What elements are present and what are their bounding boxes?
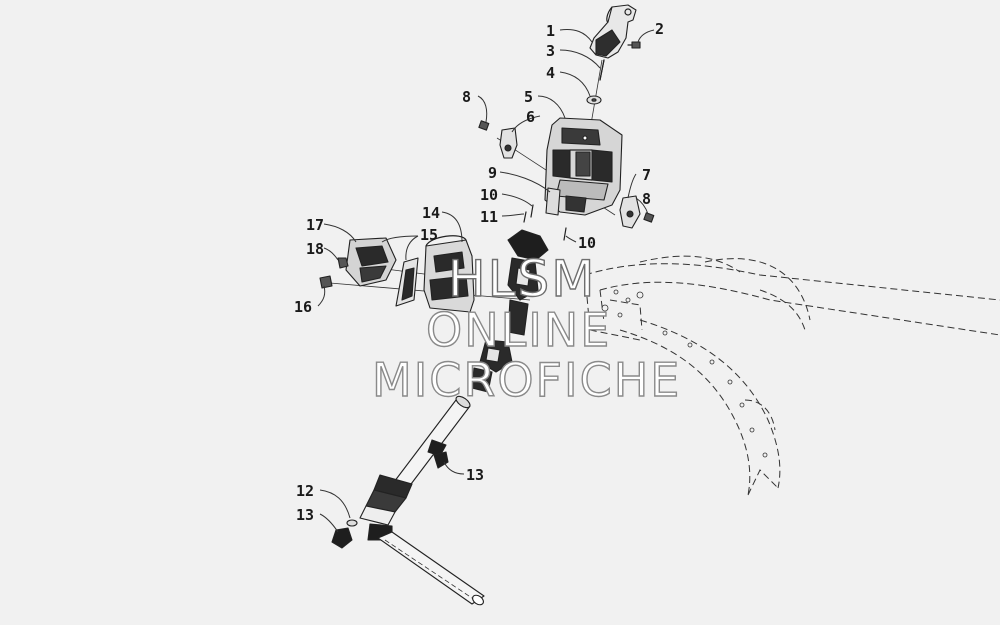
callout-10-upper: 10 bbox=[480, 186, 498, 204]
watermark-line-3: MICROFICHE bbox=[372, 353, 681, 407]
callout-18: 18 bbox=[306, 240, 324, 258]
callout-9: 9 bbox=[488, 164, 497, 182]
callout-15: 15 bbox=[420, 226, 438, 244]
part-3-bolt bbox=[599, 59, 605, 81]
callout-6: 6 bbox=[526, 108, 535, 126]
part-4-washer bbox=[586, 95, 602, 105]
part-7-clamp bbox=[619, 195, 641, 229]
leader-lines bbox=[317, 29, 655, 533]
lower-spindle-rod bbox=[367, 523, 485, 606]
part-13-nut-lower bbox=[331, 527, 353, 549]
watermark-line-2: ONLINE bbox=[426, 303, 611, 357]
part-6-clamp bbox=[499, 127, 518, 159]
part-9-bushing bbox=[545, 187, 561, 216]
callout-7: 7 bbox=[642, 166, 651, 184]
lower-bearing-housing bbox=[359, 474, 413, 526]
callout-8-upper: 8 bbox=[462, 88, 471, 106]
part-12-washer bbox=[346, 519, 358, 527]
part-15-plates bbox=[395, 257, 419, 307]
callout-4: 4 bbox=[546, 64, 555, 82]
part-5-steering-bracket bbox=[544, 117, 623, 216]
callout-16: 16 bbox=[294, 298, 312, 316]
part-10-roll-pins bbox=[530, 204, 567, 241]
part-17-bracket bbox=[345, 237, 397, 287]
callout-5: 5 bbox=[524, 88, 533, 106]
callout-2: 2 bbox=[655, 20, 664, 38]
watermark: HLSM ONLINE MICROFICHE bbox=[371, 249, 681, 407]
upper-steering-joint bbox=[507, 229, 549, 336]
callout-8-lower: 8 bbox=[642, 190, 651, 208]
callout-17: 17 bbox=[306, 216, 324, 234]
watermark-line-1: HLSM bbox=[448, 250, 596, 308]
vehicle-frame bbox=[584, 255, 1000, 496]
lower-steering-joint bbox=[471, 339, 513, 393]
part-16-bolt bbox=[319, 275, 333, 289]
callout-12: 12 bbox=[296, 482, 314, 500]
callout-10-lower: 10 bbox=[578, 234, 596, 252]
part-11-pin bbox=[523, 211, 527, 223]
callout-13-lower: 13 bbox=[296, 506, 314, 524]
callout-1: 1 bbox=[546, 22, 555, 40]
callout-11: 11 bbox=[480, 208, 498, 226]
part-2-screw bbox=[627, 41, 641, 49]
callout-3: 3 bbox=[546, 42, 555, 60]
part-14-shroud bbox=[423, 235, 475, 313]
part-18-bolt bbox=[337, 257, 349, 269]
part-1-steering-lever bbox=[589, 4, 637, 59]
part-8-screws bbox=[478, 120, 655, 223]
callout-13-upper: 13 bbox=[466, 466, 484, 484]
part-13-nut-upper bbox=[433, 451, 449, 469]
callout-labels: 1 2 3 4 5 6 7 8 8 9 10 10 11 12 13 13 14… bbox=[294, 20, 664, 524]
steering-shaft-tube bbox=[390, 395, 471, 493]
callout-14: 14 bbox=[422, 204, 440, 222]
